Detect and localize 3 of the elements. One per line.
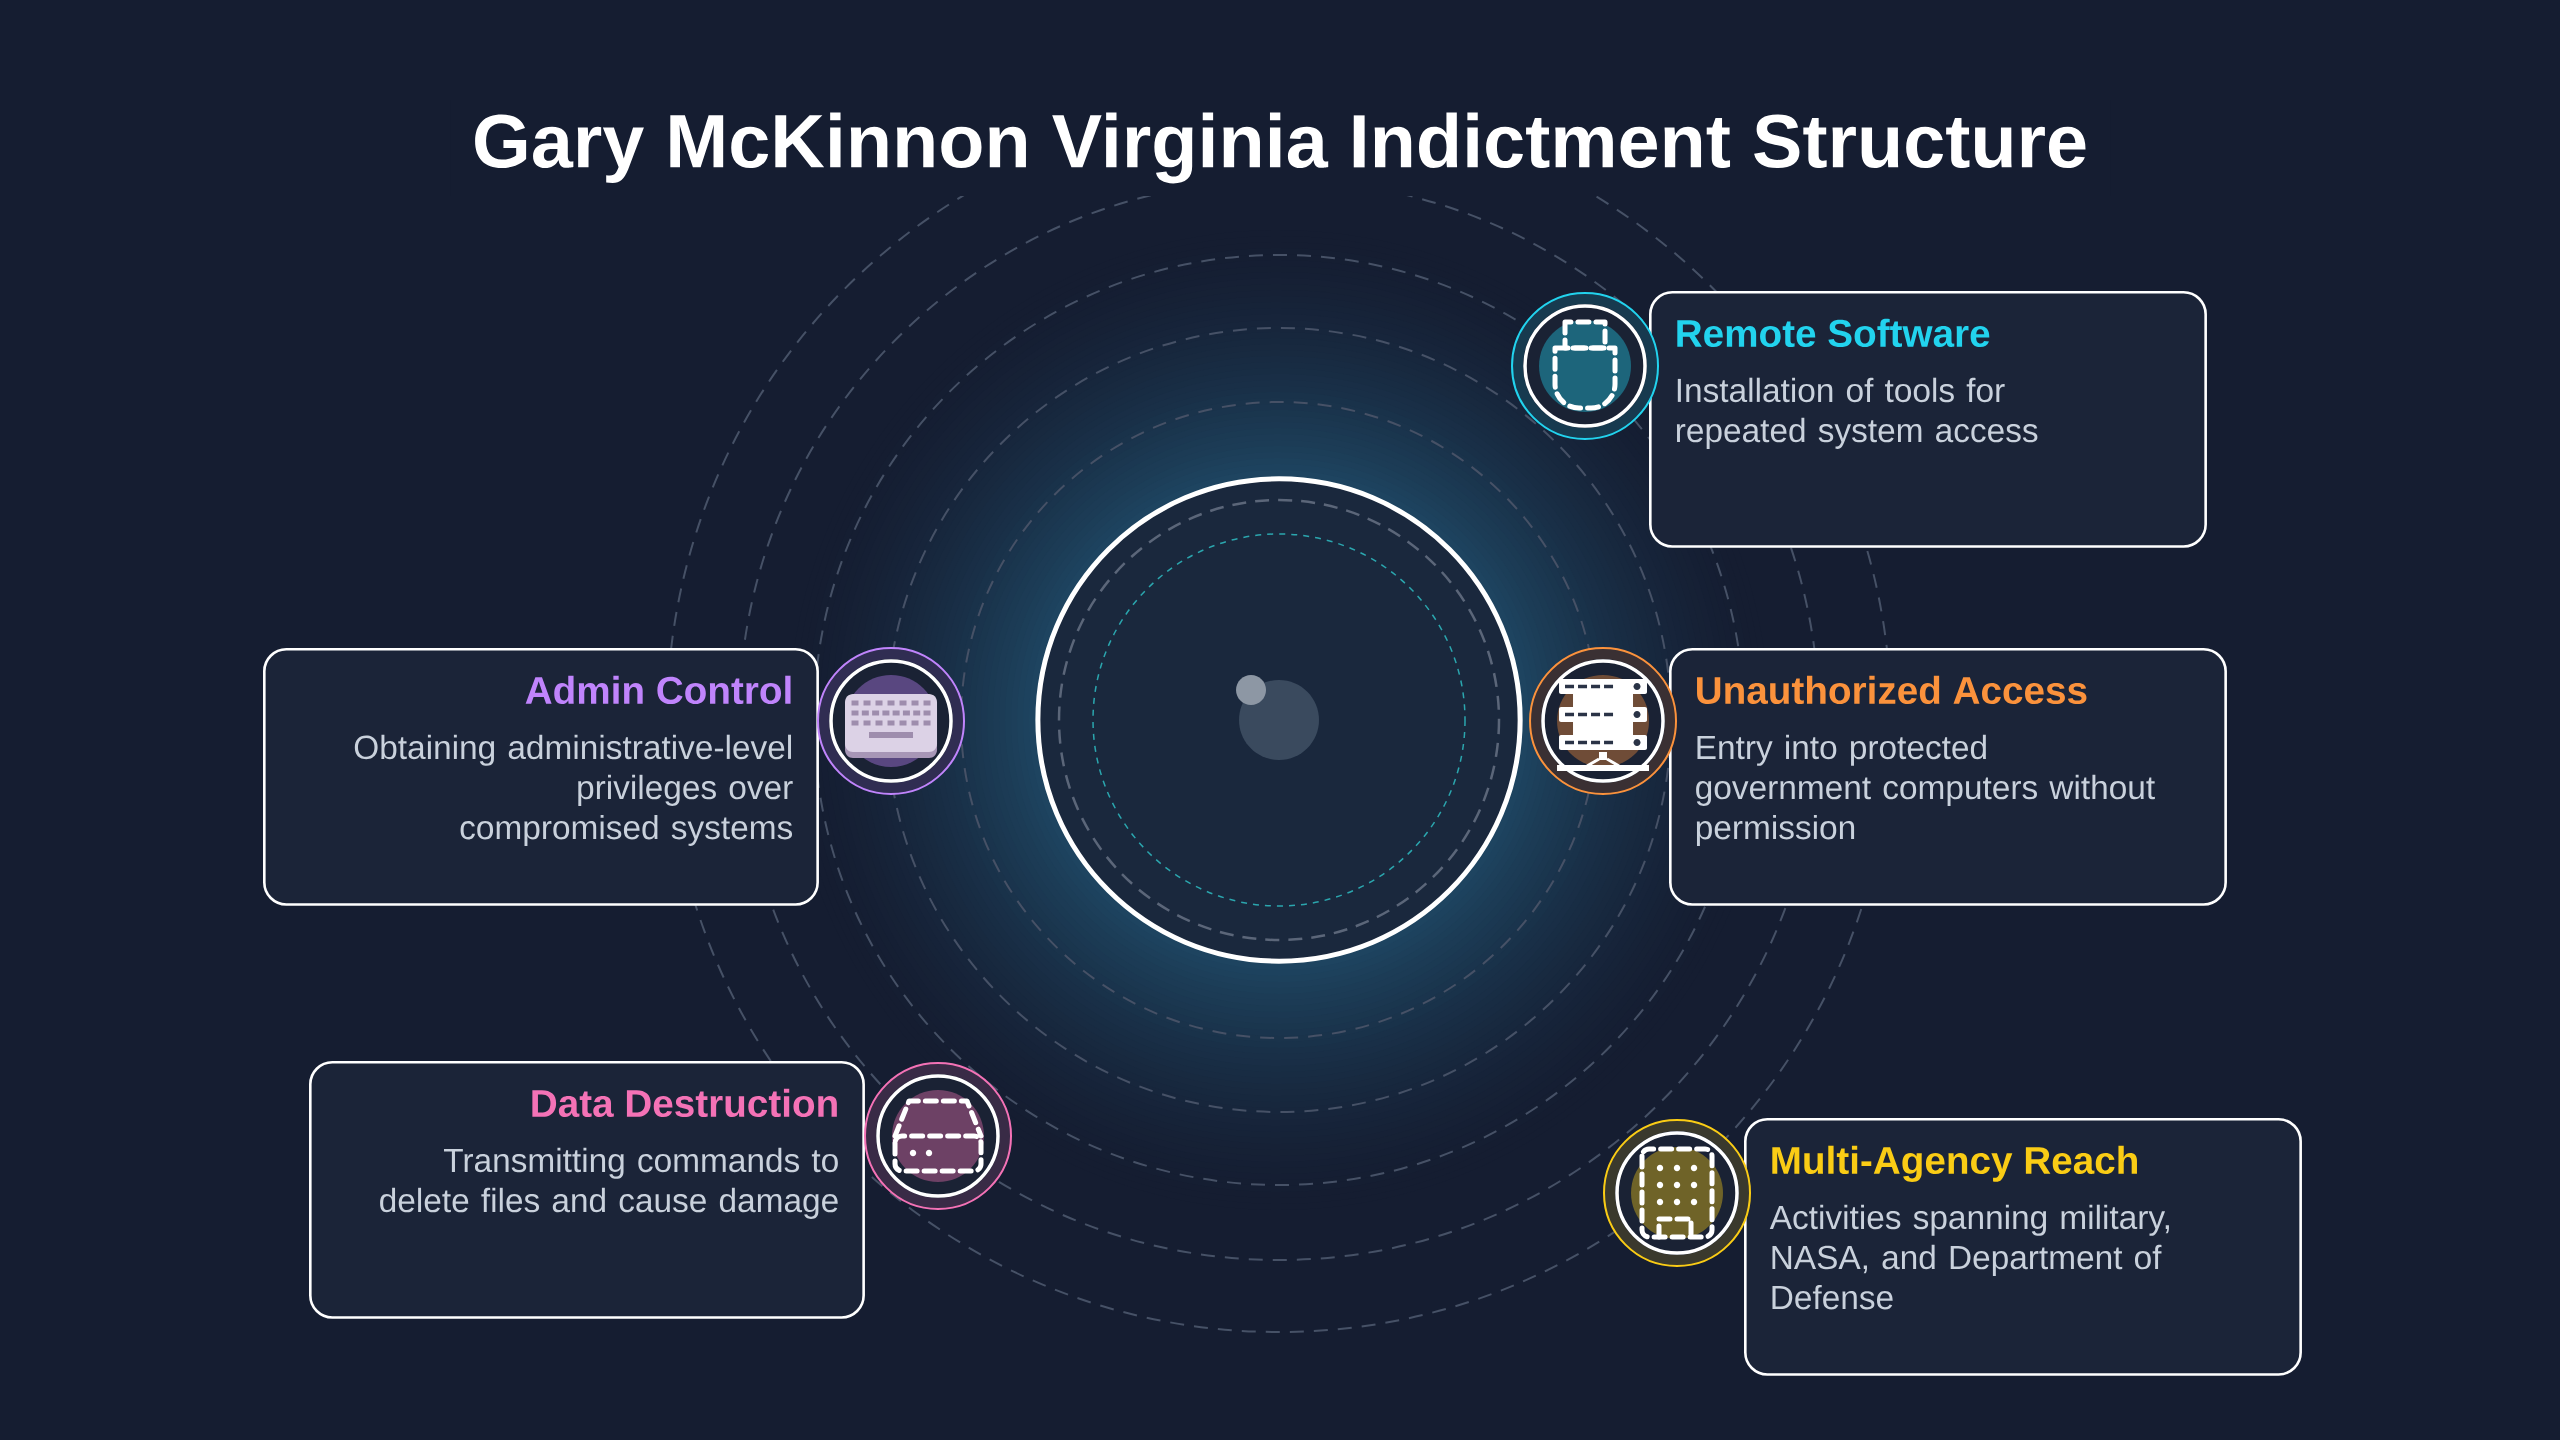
info-card <box>1744 1118 2302 1376</box>
card-text: Obtaining administrative-level privileges over compromised systems <box>354 734 793 847</box>
info-card <box>263 648 819 906</box>
